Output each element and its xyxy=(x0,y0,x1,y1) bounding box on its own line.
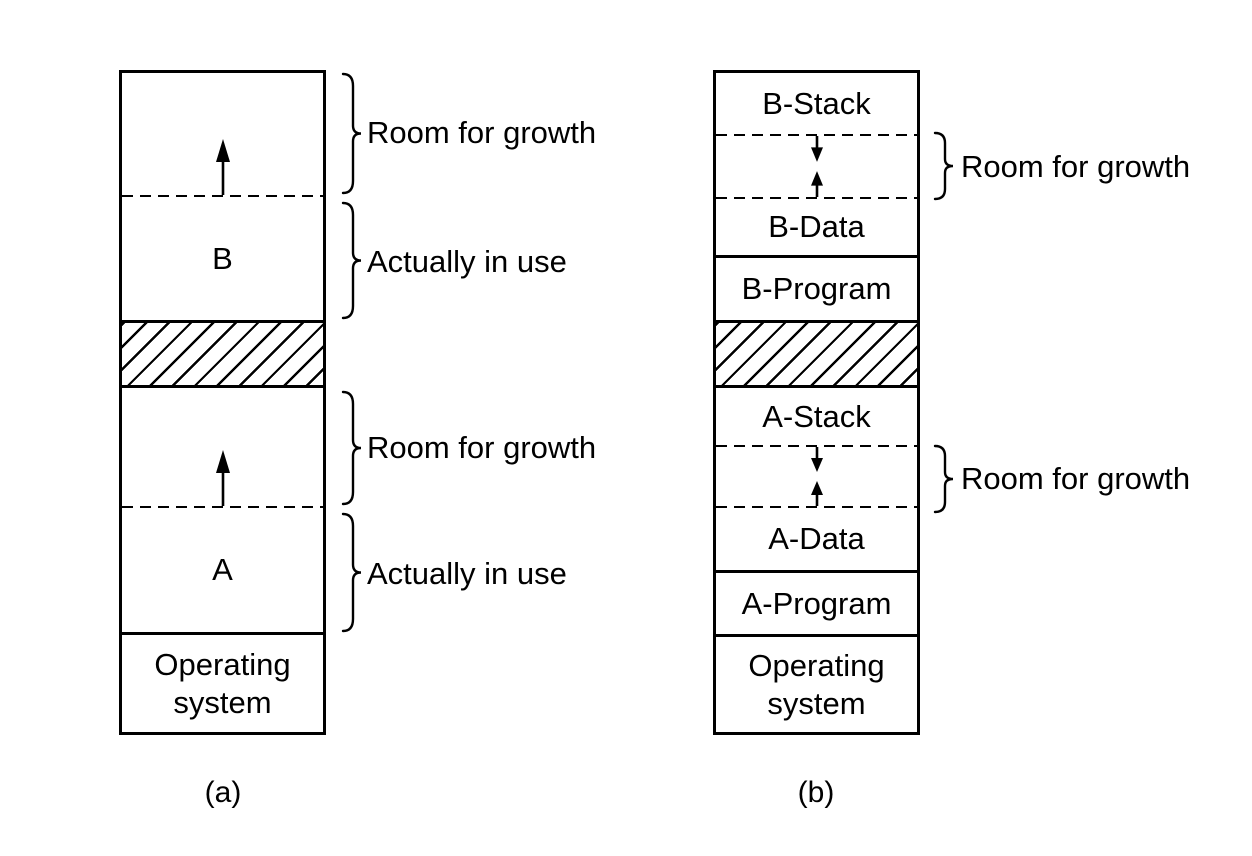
section-b-stack: B-Stack xyxy=(716,73,917,134)
annotation-room-for-growth-b: Room for growth xyxy=(367,115,597,150)
segment-divider-line xyxy=(122,632,323,635)
free-memory-hatched-region xyxy=(122,320,323,388)
memory-column-b: B-Stack B-Data B-Program A-Stack xyxy=(713,70,920,735)
section-b-data: B-Data xyxy=(716,199,917,255)
annotation-actually-in-use-a: Actually in use xyxy=(367,556,567,591)
converging-growth-arrows-icon xyxy=(810,136,823,197)
process-a-label: A xyxy=(212,552,233,587)
operating-system-label: Operating system xyxy=(748,647,885,721)
growth-boundary-dashed-line xyxy=(716,197,917,199)
section-a-stack: A-Stack xyxy=(716,388,917,445)
caption-panel-b: (b) xyxy=(797,776,835,809)
section-room-for-growth-b xyxy=(122,73,323,195)
free-memory-hatched-region xyxy=(716,320,917,388)
process-b-label: B xyxy=(212,240,233,276)
section-process-a: A xyxy=(122,508,323,632)
caption-panel-a: (a) xyxy=(204,776,242,809)
section-room-for-growth-b xyxy=(716,136,917,197)
converging-growth-arrows-icon xyxy=(810,447,823,506)
b-data-label: B-Data xyxy=(768,209,865,244)
annotation-actually-in-use-b: Actually in use xyxy=(367,244,567,279)
growth-boundary-dashed-line xyxy=(716,506,917,508)
segment-divider-line xyxy=(716,255,917,258)
section-a-program: A-Program xyxy=(716,573,917,634)
b-stack-label: B-Stack xyxy=(762,85,871,121)
annotation-room-for-growth-a: Room for growth xyxy=(961,461,1191,496)
section-a-data: A-Data xyxy=(716,508,917,570)
growth-up-arrow-icon xyxy=(215,450,230,506)
a-program-label: A-Program xyxy=(741,585,892,621)
section-operating-system: Operating system xyxy=(716,637,917,732)
brace-icon xyxy=(341,201,362,320)
segment-divider-line xyxy=(716,634,917,637)
growth-boundary-dashed-line xyxy=(122,506,323,508)
growth-boundary-dashed-line xyxy=(716,134,917,136)
brace-icon xyxy=(933,444,954,514)
memory-column-a: B A Operating system xyxy=(119,70,326,735)
brace-icon xyxy=(341,512,362,633)
segment-divider-line xyxy=(716,570,917,573)
operating-system-label: Operating system xyxy=(154,646,291,720)
b-program-label: B-Program xyxy=(741,271,892,306)
growth-boundary-dashed-line xyxy=(716,445,917,447)
section-b-program: B-Program xyxy=(716,258,917,320)
growth-up-arrow-icon xyxy=(215,139,230,195)
brace-icon xyxy=(933,131,954,201)
a-stack-label: A-Stack xyxy=(762,398,871,434)
a-data-label: A-Data xyxy=(768,521,865,556)
section-operating-system: Operating system xyxy=(122,635,323,732)
growth-boundary-dashed-line xyxy=(122,195,323,197)
brace-icon xyxy=(341,390,362,506)
brace-icon xyxy=(341,72,362,195)
section-process-b: B xyxy=(122,197,323,320)
annotation-room-for-growth-a: Room for growth xyxy=(367,430,597,465)
annotation-room-for-growth-b: Room for growth xyxy=(961,149,1191,184)
section-room-for-growth-a xyxy=(716,447,917,506)
section-room-for-growth-a xyxy=(122,388,323,506)
